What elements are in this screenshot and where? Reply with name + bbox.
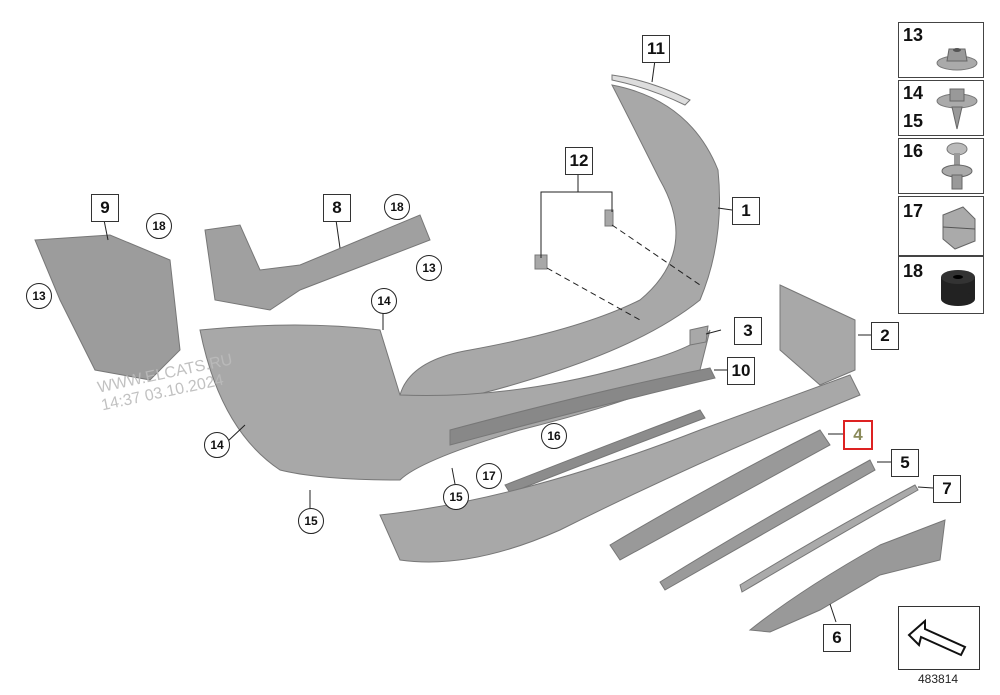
- callout-18[interactable]: 18: [384, 194, 410, 220]
- callout-10[interactable]: 10: [727, 357, 755, 385]
- orientation-arrow-box: [898, 606, 980, 670]
- callout-17[interactable]: 17: [476, 463, 502, 489]
- part-4-diffuser: [609, 429, 831, 561]
- rubber-buffer-icon: [941, 270, 975, 306]
- side-label-17: 17: [903, 201, 924, 221]
- part-9-bracket: [34, 234, 181, 381]
- screw-icon: [936, 88, 978, 130]
- callout-12[interactable]: 12: [565, 147, 593, 175]
- diagram-reference-number: 483814: [918, 672, 959, 686]
- part-10-bar: [449, 367, 716, 446]
- part-6-panel: [748, 519, 946, 633]
- callout-7[interactable]: 7: [933, 475, 961, 503]
- direction-arrow-icon: [907, 618, 967, 657]
- side-item-17[interactable]: 17: [898, 196, 984, 256]
- part-16-strip: [504, 409, 706, 494]
- clip-nut-icon: [942, 206, 976, 250]
- side-label-18: 18: [903, 261, 924, 281]
- callout-14[interactable]: 14: [204, 432, 230, 458]
- side-label-14: 14: [903, 83, 924, 103]
- callout-13[interactable]: 13: [416, 255, 442, 281]
- callout-15[interactable]: 15: [298, 508, 324, 534]
- callout-9[interactable]: 9: [91, 194, 119, 222]
- side-item-16[interactable]: 16: [898, 138, 984, 194]
- part-12-clip-b: [604, 209, 614, 227]
- side-item-14-15[interactable]: 14 15: [898, 80, 984, 136]
- side-label-13: 13: [903, 25, 924, 45]
- callout-1[interactable]: 1: [732, 197, 760, 225]
- callout-13[interactable]: 13: [26, 283, 52, 309]
- part-7-strip: [739, 484, 919, 593]
- callout-16[interactable]: 16: [541, 423, 567, 449]
- callout-3[interactable]: 3: [734, 317, 762, 345]
- part-3-cap: [689, 325, 709, 346]
- flange-nut-icon: [936, 48, 978, 71]
- callout-18[interactable]: 18: [146, 213, 172, 239]
- callout-6[interactable]: 6: [823, 624, 851, 652]
- callout-2[interactable]: 2: [871, 322, 899, 350]
- part-11-strip: [611, 74, 691, 106]
- callout-15[interactable]: 15: [443, 484, 469, 510]
- expansion-clip-icon: [941, 142, 973, 190]
- callout-8[interactable]: 8: [323, 194, 351, 222]
- part-5-strip: [659, 459, 876, 591]
- side-label-16: 16: [903, 141, 924, 161]
- part-lower-strip: [379, 374, 861, 563]
- side-label-15: 15: [903, 111, 924, 131]
- part-2-trim: [779, 284, 856, 386]
- side-item-18[interactable]: 18: [898, 256, 984, 314]
- callout-11[interactable]: 11: [642, 35, 670, 63]
- callout-4-highlighted[interactable]: 4: [843, 420, 873, 450]
- callout-5[interactable]: 5: [891, 449, 919, 477]
- side-item-13[interactable]: 13: [898, 22, 984, 78]
- part-8-carrier: [204, 214, 431, 311]
- callout-14[interactable]: 14: [371, 288, 397, 314]
